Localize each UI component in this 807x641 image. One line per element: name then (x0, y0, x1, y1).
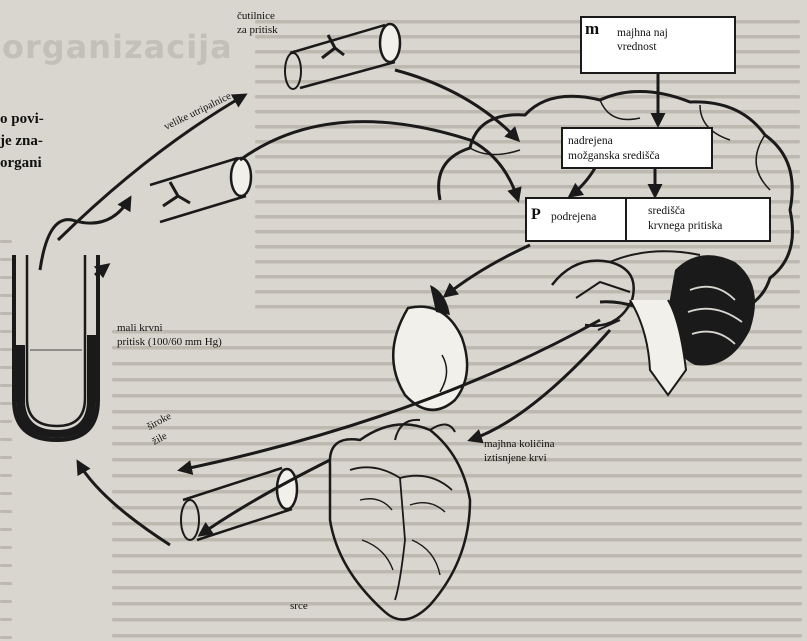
arrow-centers-to-kidney (445, 245, 530, 296)
u-tube-manometer (14, 255, 98, 440)
arrow-receptors-to-brain (395, 70, 518, 140)
label-receptors-line1: čutilnice (237, 10, 275, 23)
kidney (393, 285, 467, 410)
label-heart: srce (290, 600, 308, 613)
label-small-volume-line2: iztisnjene krvi (484, 452, 547, 465)
arrow-vessel-to-tube (78, 462, 170, 545)
arrow-superior-to-subordinate (570, 168, 595, 196)
box-small-value-prefix: m (585, 22, 599, 36)
label-low-pressure-line2: pritisk (100/60 mm Hg) (117, 336, 222, 349)
box-superior-line2: možganska središča (568, 149, 660, 163)
box-centers-line2: krvnega pritiska (648, 219, 722, 233)
box-small-value-line2: vrednost (617, 40, 657, 54)
label-low-pressure-line1: mali krvni (117, 322, 163, 335)
box-small-value-line1: majhna naj (617, 26, 668, 40)
box-superior-line1: nadrejena (568, 134, 613, 148)
box-subordinate-text: podrejena (551, 210, 596, 224)
box-subordinate-letter: P (531, 208, 541, 222)
label-small-volume-line1: majhna količina (484, 438, 555, 451)
receptor-vessel-middle (150, 158, 251, 222)
arrow-heart-to-vessel (200, 460, 330, 535)
arrow-to-receptors (58, 95, 245, 240)
box-centers-line1: središča (648, 204, 685, 218)
wide-vessel (181, 468, 297, 540)
heart (330, 420, 470, 620)
pressure-receptor-vessel (285, 24, 400, 89)
label-receptors-line2: za pritisk (237, 24, 278, 37)
arrow-brain-to-heart (470, 330, 610, 440)
